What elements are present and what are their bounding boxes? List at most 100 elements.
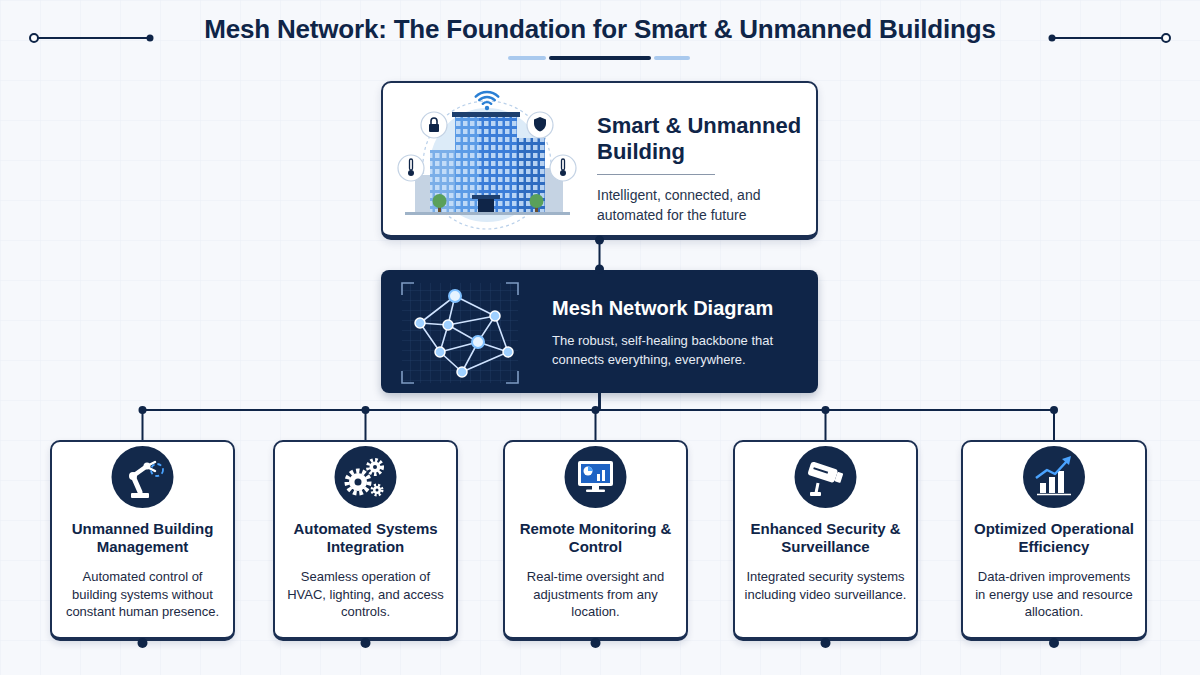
building-illustration	[455, 116, 517, 213]
monitor-icon	[588, 467, 593, 472]
connector-line	[600, 393, 826, 440]
building-illustration	[476, 92, 499, 104]
mesh-illustration	[503, 347, 513, 357]
robot-arm-icon	[112, 446, 174, 508]
monitor-icon	[565, 446, 627, 508]
camera-icon	[835, 472, 844, 483]
camera-icon	[807, 461, 838, 483]
node-body: Real-time oversight and adjustments from…	[513, 568, 678, 621]
mesh-illustration	[402, 283, 518, 383]
title-ornament	[147, 35, 154, 42]
node-heading: Remote Monitoring & Control	[513, 520, 678, 556]
building-illustration	[550, 155, 576, 181]
robot-arm-icon	[151, 464, 163, 476]
monitor-icon	[592, 486, 599, 490]
robot-arm-icon	[144, 463, 151, 470]
building-illustration	[478, 199, 494, 213]
camera-icon	[816, 483, 818, 493]
robot-arm-icon	[133, 476, 140, 492]
mesh-illustration	[402, 283, 518, 383]
node-heading: Automated Systems Integration	[283, 520, 448, 556]
node-body: Integrated security systems including vi…	[743, 568, 908, 603]
title-ornament	[34, 37, 150, 39]
monitor-icon	[602, 470, 605, 481]
building-illustration	[438, 203, 441, 213]
gears-icon	[373, 465, 377, 469]
mesh-illustration	[415, 318, 425, 328]
connector-dots	[591, 638, 601, 648]
feature-card: Enhanced Security & SurveillanceIntegrat…	[733, 440, 918, 641]
gears-icon	[335, 446, 397, 508]
building-illustration	[433, 194, 447, 208]
monitor-icon	[586, 490, 605, 493]
building-illustration	[535, 203, 538, 213]
building-illustration	[429, 124, 439, 132]
node-heading: Mesh Network Diagram	[552, 296, 810, 320]
growth-chart-icon	[1049, 477, 1055, 493]
robot-arm-icon	[112, 446, 174, 508]
building-illustration	[431, 118, 437, 124]
building-illustration	[455, 116, 517, 213]
robot-arm-icon	[129, 472, 137, 480]
building-illustration	[545, 168, 563, 213]
building-illustration	[430, 150, 455, 213]
building-illustration	[517, 138, 545, 213]
building-illustration	[421, 112, 447, 138]
mesh-illustration	[457, 367, 467, 377]
camera-icon	[810, 492, 821, 496]
growth-chart-icon	[1058, 471, 1064, 493]
connector-line	[143, 393, 600, 440]
building-illustration	[398, 155, 424, 181]
connector-line	[596, 393, 600, 440]
connector-dots	[361, 638, 371, 648]
building-illustration	[527, 112, 553, 138]
connector-dots	[1049, 638, 1059, 648]
building-illustration	[430, 108, 544, 222]
building-illustration	[562, 159, 565, 170]
growth-chart-icon	[1037, 494, 1071, 496]
connector-dots	[595, 236, 604, 245]
connector-dots	[822, 406, 830, 414]
gears-icon	[373, 486, 381, 494]
building-illustration	[560, 170, 566, 176]
gears-icon	[372, 485, 382, 495]
monitor-icon	[578, 461, 613, 486]
growth-chart-icon	[1062, 456, 1071, 465]
feature-card: Unmanned Building ManagementAutomated co…	[50, 440, 235, 641]
mesh-illustration	[472, 336, 484, 348]
building-illustration	[472, 195, 500, 199]
connector-line	[366, 393, 600, 440]
gears-icon	[335, 446, 397, 508]
node-heading: Unmanned Building Management	[60, 520, 225, 556]
title-ornament	[1049, 35, 1056, 42]
mesh-illustration	[420, 296, 508, 372]
connector-dots	[362, 406, 370, 414]
node-body: The robust, self-healing backbone that c…	[552, 332, 792, 370]
backbone-box: Mesh Network DiagramThe robust, self-hea…	[381, 270, 818, 393]
robot-arm-icon	[149, 462, 155, 471]
gears-icon	[355, 479, 362, 486]
growth-chart-icon	[1036, 461, 1067, 478]
mesh-illustration	[435, 347, 445, 357]
feature-card: Automated Systems IntegrationSeamless op…	[273, 440, 458, 641]
growth-chart-icon	[1040, 483, 1046, 493]
node-heading: Smart & Unmanned Building	[597, 113, 802, 177]
title-ornament	[654, 56, 690, 60]
monitor-icon	[565, 446, 627, 508]
building-illustration	[398, 92, 576, 229]
building-illustration	[408, 170, 414, 176]
connector-dots	[138, 236, 1060, 649]
mesh-illustration	[402, 283, 518, 383]
gears-icon	[347, 471, 369, 493]
node-heading: Optimized Operational Efficiency	[971, 520, 1137, 556]
title-ornament	[30, 34, 38, 42]
camera-icon	[807, 461, 844, 485]
connector-dots	[139, 406, 147, 414]
connector-dots	[1050, 406, 1058, 414]
gears-icon	[349, 473, 367, 491]
mesh-illustration	[443, 320, 453, 330]
mesh-illustration	[490, 311, 500, 321]
connector-line	[599, 240, 601, 270]
